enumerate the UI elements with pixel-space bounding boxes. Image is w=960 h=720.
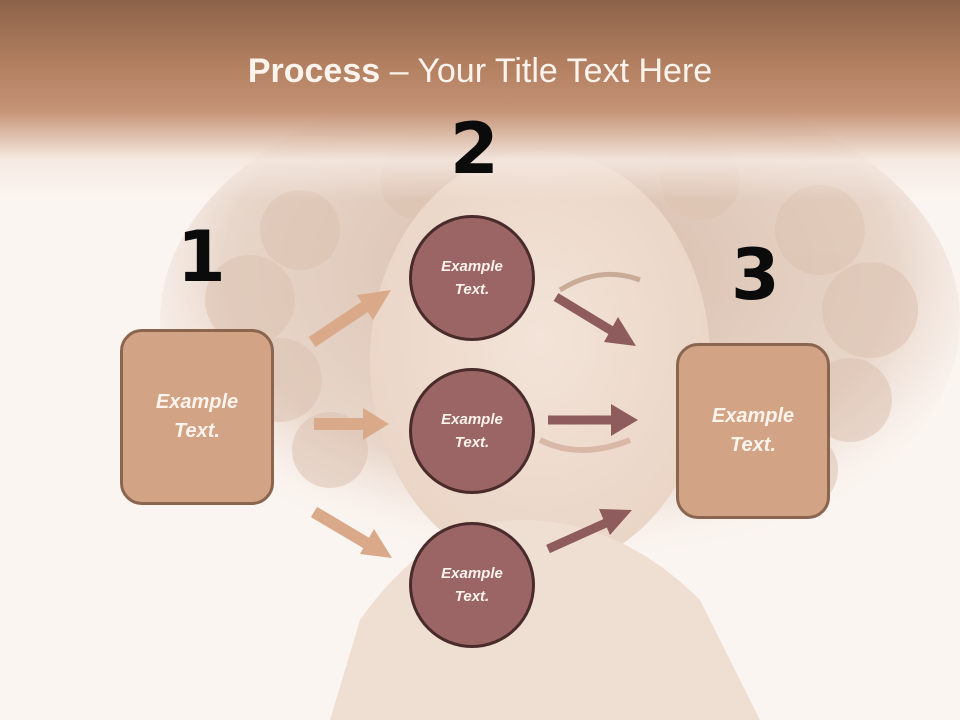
- title-bold: Process: [247, 52, 381, 90]
- step-2-circle-middle[interactable]: Example Text.: [409, 368, 535, 494]
- step-number-1: 1: [177, 216, 226, 298]
- step-2-circle-bottom[interactable]: Example Text.: [409, 522, 535, 648]
- circle-text-line1: Example: [441, 411, 503, 428]
- slide-title: Process – Your Title Text Here: [0, 52, 960, 91]
- circle-text-line2: Text.: [454, 588, 490, 605]
- step-number-3: 3: [731, 234, 780, 316]
- arrow-down-right-icon: [553, 293, 636, 346]
- step-1-box[interactable]: Example Text.: [120, 329, 274, 505]
- arrow-right-icon: [314, 408, 389, 440]
- step-number-2: 2: [450, 108, 499, 190]
- circle-text-line2: Text.: [454, 434, 490, 451]
- circle-text: Example Text.: [441, 408, 503, 454]
- circle-text: Example Text.: [441, 562, 503, 608]
- step-3-text-line1: Example: [711, 405, 795, 427]
- step-1-text-line2: Text.: [174, 420, 220, 442]
- arrow-down-right-icon: [310, 506, 392, 558]
- header-band: [0, 0, 960, 200]
- step-1-text-line1: Example: [155, 391, 239, 413]
- step-3-text: Example Text.: [712, 402, 794, 460]
- arrows-step-1-to-2: [308, 290, 392, 558]
- circle-text: Example Text.: [441, 255, 503, 301]
- title-rest: – Your Title Text Here: [380, 52, 713, 90]
- step-1-text: Example Text.: [156, 388, 238, 446]
- arrow-up-right-icon: [308, 290, 391, 347]
- step-3-box[interactable]: Example Text.: [676, 343, 830, 519]
- circle-text-line1: Example: [441, 258, 503, 275]
- circle-text-line2: Text.: [454, 281, 490, 298]
- circle-text-line1: Example: [441, 565, 503, 582]
- arrow-up-right-icon: [546, 509, 632, 554]
- arrows-step-2-to-3: [546, 293, 638, 554]
- step-2-circle-top[interactable]: Example Text.: [409, 215, 535, 341]
- step-3-text-line2: Text.: [730, 434, 776, 456]
- arrow-right-icon: [548, 404, 638, 436]
